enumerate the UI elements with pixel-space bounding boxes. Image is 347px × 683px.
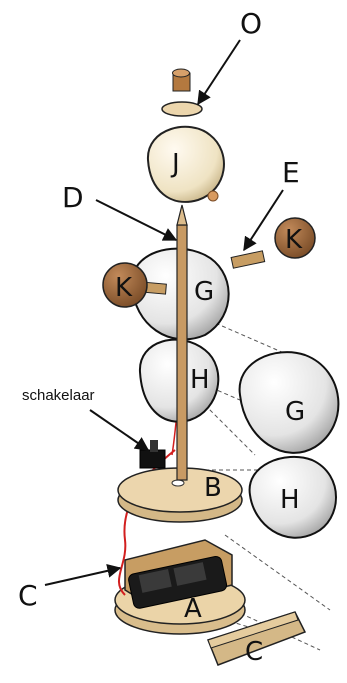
battery-holder (124, 539, 233, 609)
arrow-e (243, 189, 284, 252)
label-c-callout: C (18, 579, 38, 612)
disk-o (161, 101, 203, 117)
label-k-left: K (115, 273, 133, 303)
disk-b (117, 467, 243, 523)
ball-h-loose (248, 455, 337, 539)
ball-k-left (102, 262, 148, 308)
cap-o (172, 68, 191, 92)
ball-k-right (274, 217, 316, 259)
label-switch: schakelaar (22, 387, 95, 404)
peg-e (230, 250, 266, 269)
stick-d (176, 204, 188, 481)
label-g-loose: G (285, 397, 305, 427)
switch (139, 440, 166, 469)
label-k-right: K (285, 225, 303, 255)
label-h-loose: H (280, 485, 300, 515)
red-wire (118, 449, 176, 596)
wood-block-c (207, 611, 307, 666)
label-j: J (170, 149, 180, 179)
ball-j (146, 125, 225, 203)
label-o: O (240, 7, 262, 40)
label-a: A (184, 594, 202, 624)
label-g-mounted: G (194, 277, 214, 307)
arrow-c (44, 563, 122, 586)
arrow-d (95, 199, 178, 241)
label-e: E (282, 156, 300, 189)
label-c-block: C (245, 637, 263, 667)
label-d: D (62, 181, 84, 214)
ball-g-loose (238, 351, 340, 454)
label-h-mounted: H (190, 365, 210, 395)
arrow-switch (89, 409, 150, 451)
arrow-o (197, 39, 241, 106)
label-b: B (204, 473, 222, 503)
